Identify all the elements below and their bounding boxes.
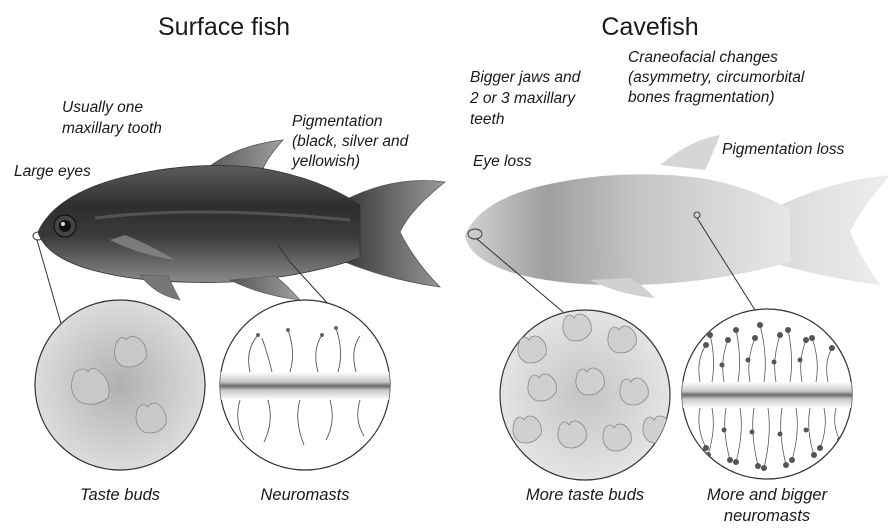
caption-more-taste-buds: More taste buds <box>526 486 644 504</box>
label-tooth-line1: Usually one <box>62 99 143 116</box>
label-tooth-line2: maxillary tooth <box>62 120 162 137</box>
taste-buds-circle <box>35 300 205 470</box>
label-eye-loss: Eye loss <box>473 153 532 170</box>
caption-taste-buds: Taste buds <box>80 486 160 504</box>
label-pigment-line3: yellowish) <box>291 153 360 170</box>
label-jaws-line3: teeth <box>470 111 504 128</box>
more-taste-buds-circle <box>500 310 671 480</box>
label-cranio-line3: bones fragmentation) <box>628 89 774 106</box>
label-pigment-line1: Pigmentation <box>292 113 382 130</box>
label-cranio-line1: Craneofacial changes <box>628 49 778 66</box>
caption-neuromasts: Neuromasts <box>261 486 350 504</box>
label-jaws-line2: 2 or 3 maxillary <box>469 90 576 107</box>
more-neuromasts-circle <box>680 309 855 479</box>
cavefish-title: Cavefish <box>601 13 698 41</box>
label-cranio-line2: (asymmetry, circumorbital <box>628 69 805 86</box>
label-large-eyes: Large eyes <box>14 163 91 180</box>
surface-fish <box>33 140 445 300</box>
caption-more-neuromasts-line2: neuromasts <box>724 507 810 525</box>
surface-fish-title: Surface fish <box>158 13 290 41</box>
caption-more-neuromasts-line1: More and bigger <box>707 486 829 504</box>
label-pigment-line2: (black, silver and <box>292 133 410 150</box>
label-pigmentation-loss: Pigmentation loss <box>722 141 845 158</box>
label-jaws-line1: Bigger jaws and <box>470 69 582 86</box>
neuromasts-circle <box>215 300 395 470</box>
